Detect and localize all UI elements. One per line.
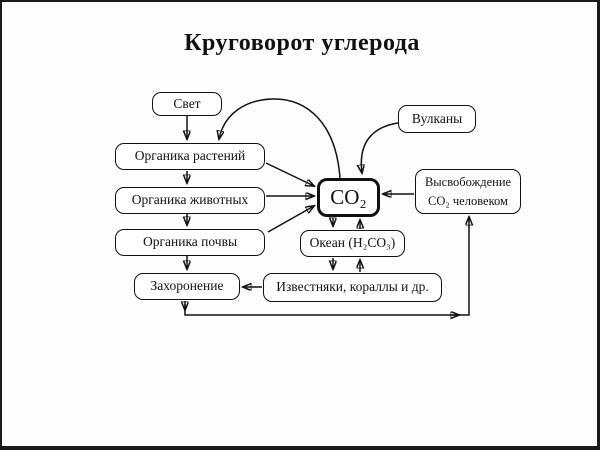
node-limestone: Известняки, кораллы и др. [263, 273, 442, 302]
node-limestone-label: Известняки, кораллы и др. [276, 279, 429, 295]
node-human-release-label: Высвобождение CO₂ человеком [424, 175, 512, 208]
node-volcanoes-label: Вулканы [411, 110, 463, 126]
node-soil-organics: Органика почвы [115, 229, 265, 256]
node-light-label: Свет [173, 95, 201, 111]
node-burial-label: Захоронение [150, 278, 224, 294]
arrow-plants-to-co2 [265, 162, 314, 186]
node-ocean: Океан (H₂CO₃) [300, 230, 405, 257]
node-ocean-label: Океан (H₂CO₃) [309, 235, 396, 251]
node-plant-organics-label: Органика растений [134, 148, 246, 164]
arrow-volcanoes-to-co2-curve [361, 122, 399, 173]
node-human-release: Высвобождение CO₂ человеком [415, 169, 521, 214]
arrow-soil-to-co2 [267, 206, 314, 233]
node-soil-organics-label: Органика почвы [142, 234, 238, 250]
node-co2: CO₂ [317, 178, 380, 217]
node-animal-organics-label: Органика животных [131, 192, 249, 208]
node-plant-organics: Органика растений [115, 143, 265, 170]
node-animal-organics: Органика животных [115, 187, 265, 214]
page-title: Круговорот углерода [184, 30, 420, 56]
node-burial: Захоронение [134, 273, 240, 300]
node-volcanoes: Вулканы [398, 105, 476, 133]
node-co2-label: CO₂ [330, 184, 367, 209]
node-light: Свет [152, 92, 222, 116]
